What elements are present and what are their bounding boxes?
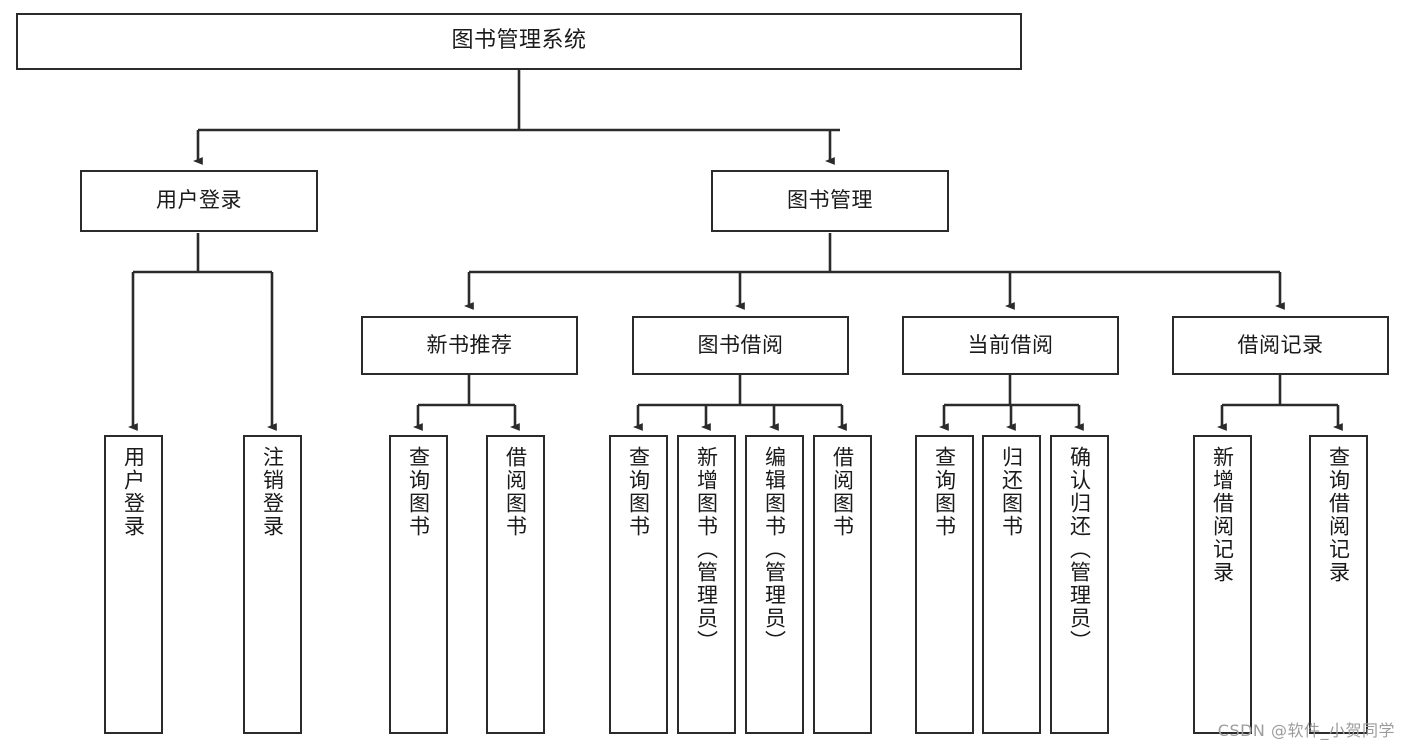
node-label: 查询借阅记录 [1326,446,1351,584]
node-label: 图书管理系统 [451,28,587,54]
node-new-book-recommend[interactable]: 新书推荐 [361,316,578,375]
node-label: 借阅记录 [1237,332,1324,357]
csdn-watermark: CSDN @软件_小贺同学 [1217,721,1395,740]
node-label: 新增借阅记录 [1210,446,1235,584]
node-label: 新增图书（管理员） [694,446,719,653]
leaf-book-borrow-edit-book-admin[interactable]: 编辑图书（管理员） [745,435,804,734]
node-label: 图书借阅 [697,332,784,357]
node-label: 用户登录 [156,188,242,213]
node-label: 用户登录 [121,446,146,538]
node-label: 归还图书 [999,446,1024,538]
leaf-borrow-record-add-record[interactable]: 新增借阅记录 [1193,435,1252,734]
leaf-book-borrow-query-book[interactable]: 查询图书 [609,435,668,734]
node-label: 借阅图书 [503,446,528,538]
leaf-user-login-login[interactable]: 用户登录 [104,435,163,734]
node-label: 查询图书 [406,446,431,538]
node-label: 借阅图书 [830,446,855,538]
leaf-current-borrow-query-book[interactable]: 查询图书 [915,435,974,734]
leaf-book-borrow-add-book-admin[interactable]: 新增图书（管理员） [677,435,736,734]
node-borrow-record[interactable]: 借阅记录 [1172,316,1389,375]
leaf-borrow-record-query-record[interactable]: 查询借阅记录 [1309,435,1368,734]
leaf-book-borrow-borrow-book[interactable]: 借阅图书 [813,435,872,734]
node-current-borrow[interactable]: 当前借阅 [902,316,1119,375]
node-label: 编辑图书（管理员） [762,446,787,653]
leaf-current-borrow-return-book[interactable]: 归还图书 [982,435,1041,734]
node-user-login[interactable]: 用户登录 [80,170,318,232]
node-label: 图书管理 [787,188,873,213]
leaf-current-borrow-confirm-return-admin[interactable]: 确认归还（管理员） [1050,435,1109,734]
node-book-borrow[interactable]: 图书借阅 [632,316,849,375]
node-label: 新书推荐 [426,332,513,357]
node-book-management[interactable]: 图书管理 [711,170,949,232]
leaf-user-login-logout[interactable]: 注销登录 [243,435,302,734]
node-root-book-management-system[interactable]: 图书管理系统 [16,13,1022,70]
node-label: 注销登录 [260,446,285,538]
node-label: 查询图书 [626,446,651,538]
node-label: 当前借阅 [967,332,1054,357]
leaf-new-book-borrow-book[interactable]: 借阅图书 [486,435,545,734]
node-label: 确认归还（管理员） [1067,446,1092,653]
leaf-new-book-query-book[interactable]: 查询图书 [389,435,448,734]
node-label: 查询图书 [932,446,957,538]
